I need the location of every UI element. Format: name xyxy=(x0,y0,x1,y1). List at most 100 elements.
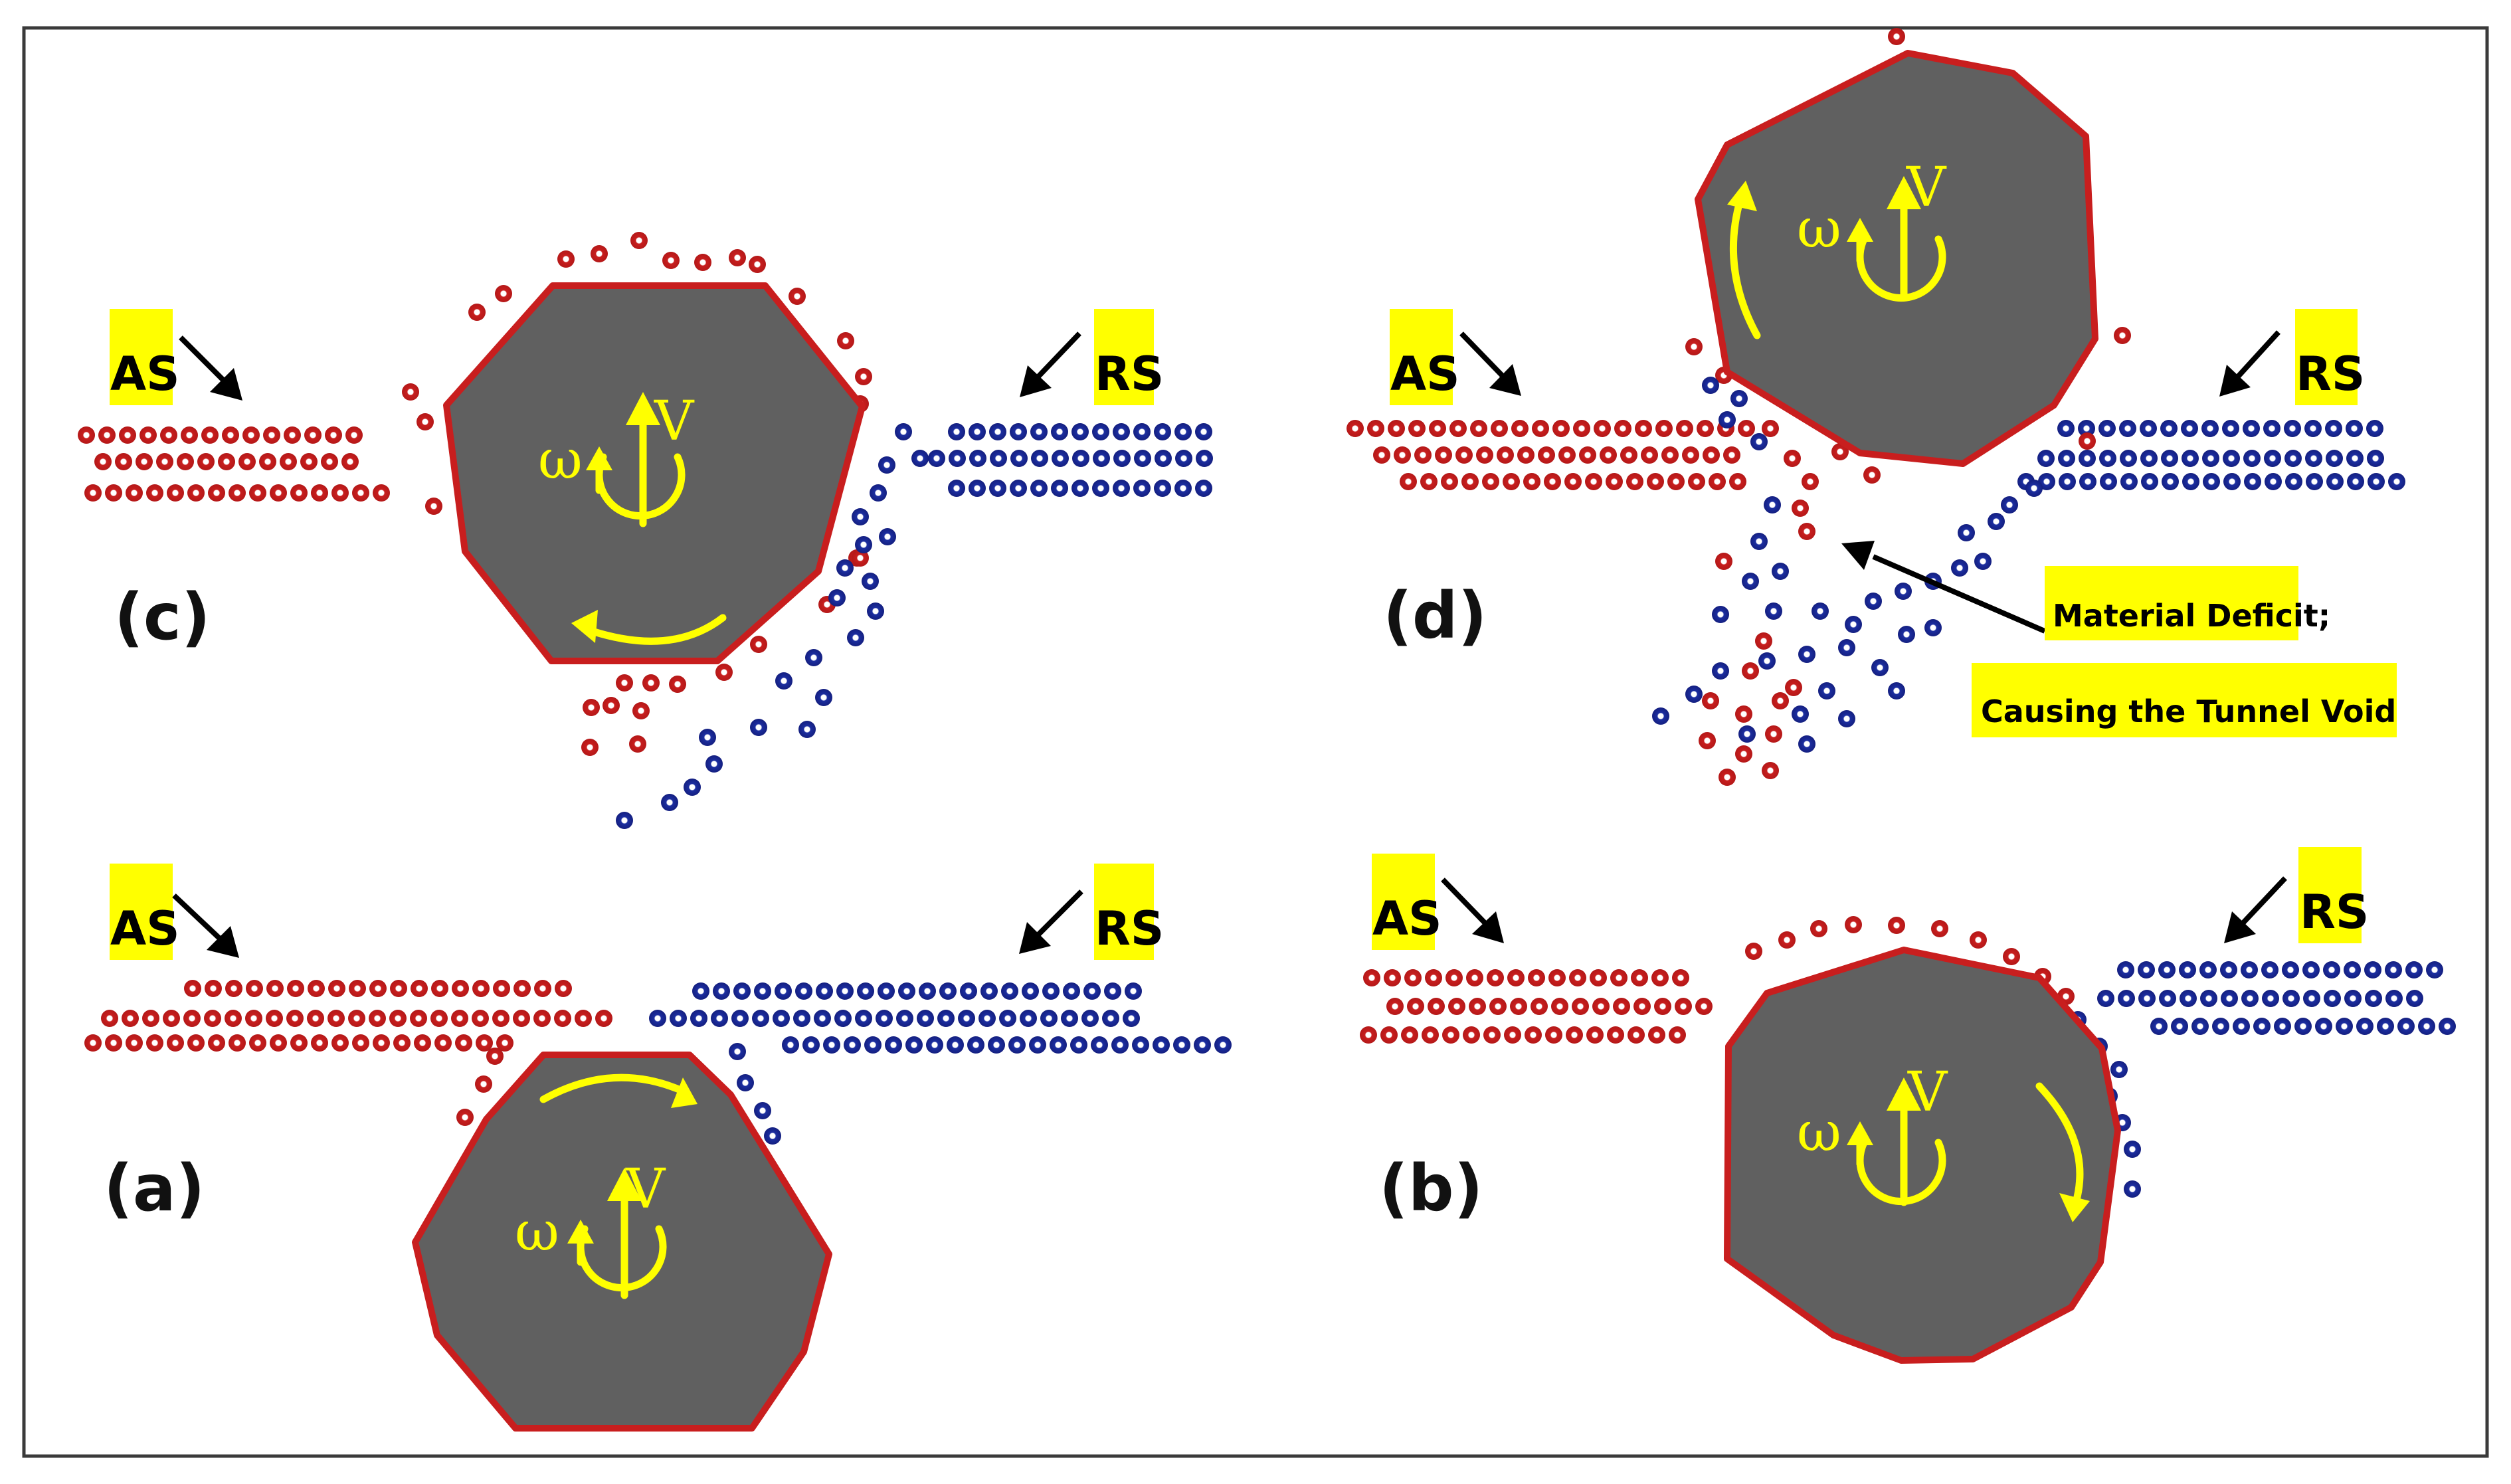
retreating-side-particle xyxy=(775,672,792,690)
advancing-side-particle xyxy=(197,453,215,470)
advancing-side-particle xyxy=(225,1010,242,1027)
advancing-side-particle xyxy=(555,980,572,997)
rotation-velocity-symbol-c: ω V xyxy=(538,390,727,645)
advancing-side-particle xyxy=(205,980,222,997)
advancing-side-particle xyxy=(430,1010,448,1027)
retreating-side-particle xyxy=(1071,480,1089,497)
advancing-side-particle xyxy=(1655,420,1673,437)
advancing-side-particle xyxy=(284,426,301,444)
retreating-side-particle xyxy=(649,1010,666,1027)
retreating-side-particle xyxy=(1029,1036,1046,1054)
retreating-side-particle xyxy=(815,689,832,706)
advancing-side-particle xyxy=(492,1010,510,1027)
pointer-arrow xyxy=(2219,330,2280,397)
retreating-side-particle xyxy=(1061,1010,1078,1027)
advancing-side-particle xyxy=(1408,420,1426,437)
advancing-side-particle xyxy=(1441,473,1458,490)
advancing-side-particle xyxy=(1538,446,1555,464)
advancing-side-particle xyxy=(352,484,369,502)
retreating-side-particle xyxy=(949,450,966,467)
advancing-side-particle xyxy=(1420,473,1438,490)
advancing-side-particle xyxy=(417,413,434,430)
retreating-side-particle xyxy=(1738,725,1756,743)
retreating-side-particle xyxy=(1104,982,1121,1000)
retreating-side-particle xyxy=(1719,411,1736,428)
advancing-side-particle xyxy=(1380,1026,1398,1044)
advancing-side-particle xyxy=(694,254,711,271)
retreating-side-particle xyxy=(1652,707,1669,725)
pointer-arrow xyxy=(2224,876,2287,943)
retreating-side-particle xyxy=(878,456,895,474)
advancing-side-particle xyxy=(455,1034,472,1052)
figure-frame xyxy=(22,26,2489,1458)
retreating-side-particle xyxy=(2181,420,2198,437)
retreating-side-particle xyxy=(1173,1036,1190,1054)
pointer-arrow xyxy=(1020,331,1081,397)
advancing-side-particle xyxy=(1606,473,1623,490)
advancing-side-particle xyxy=(1735,745,1752,763)
advancing-side-particle xyxy=(369,980,387,997)
retreating-side-particle xyxy=(773,1010,790,1027)
advancing-side-particle xyxy=(204,1010,221,1027)
advancing-side-particle xyxy=(1569,969,1586,986)
retreating-side-particle xyxy=(684,779,701,796)
retreating-side-particle xyxy=(1081,1010,1099,1027)
advancing-side-particle xyxy=(475,1075,492,1093)
retreating-side-particle xyxy=(2161,450,2178,467)
advancing-side-particle xyxy=(1572,998,1589,1015)
advancing-side-particle xyxy=(1641,446,1658,464)
retreating-side-particle xyxy=(670,1010,687,1027)
retreating-side-particle xyxy=(1052,450,1069,467)
tool-pin-d xyxy=(1695,50,2098,467)
advancing-side-particle xyxy=(201,426,219,444)
retreating-side-particle xyxy=(2057,420,2075,437)
material-deficit-pointer xyxy=(1841,541,2046,634)
retreating-side-particle xyxy=(2244,473,2261,490)
tunnel-void-note: Causing the Tunnel Void xyxy=(1972,663,2397,737)
retreating-side-particle xyxy=(969,480,986,497)
retreating-side-particle xyxy=(1888,682,1905,699)
retreating-side-particle xyxy=(989,423,1006,440)
retreating-side-particle xyxy=(2124,1180,2141,1198)
retreating-side-particle xyxy=(876,1010,893,1027)
advancing-side-particle xyxy=(583,699,600,716)
advancing-side-particle xyxy=(311,484,328,502)
retreating-side-particle xyxy=(1871,659,1889,676)
advancing-side-particle xyxy=(187,484,205,502)
advancing-side-particle xyxy=(1491,420,1508,437)
retreating-side-particle xyxy=(2025,480,2043,497)
retreating-side-particle xyxy=(1174,423,1192,440)
advancing-side-particle xyxy=(1531,998,1548,1015)
retreating-side-particle xyxy=(1083,982,1101,1000)
retreating-side-particle xyxy=(852,508,869,525)
retreating-side-particle xyxy=(836,982,854,1000)
advancing-side-particle xyxy=(1635,420,1652,437)
tool-pin-b xyxy=(1724,947,2121,1364)
retreating-side-particle xyxy=(958,1010,975,1027)
retreating-side-particle xyxy=(1196,450,1213,467)
retreating-side-particle xyxy=(1812,603,1829,620)
advancing-side-particle xyxy=(249,484,266,502)
advancing-side-particle xyxy=(1772,692,1789,709)
advancing-side-particle xyxy=(327,1010,345,1027)
retreating-side-particle xyxy=(885,1036,902,1054)
advancing-side-particle xyxy=(1626,473,1643,490)
retreating-side-particle xyxy=(2098,420,2116,437)
advancing-side-particle xyxy=(84,1034,102,1052)
advancing-side-particle xyxy=(1363,969,1380,986)
advancing-side-particle xyxy=(1386,998,1404,1015)
retreating-side-particle xyxy=(2138,961,2155,978)
retreating-side-particle xyxy=(1154,480,1171,497)
retreating-side-particle xyxy=(2200,990,2217,1007)
advancing-side-particle xyxy=(208,484,225,502)
retreating-side-particle xyxy=(1988,513,2005,530)
retreating-side-particle xyxy=(2294,1018,2312,1035)
retreating-side-particle xyxy=(928,450,945,467)
retreating-side-particle xyxy=(1008,1036,1026,1054)
retreating-side-particle xyxy=(2274,1018,2291,1035)
retreating-side-particle xyxy=(828,589,846,606)
advancing-side-particle xyxy=(1425,969,1442,986)
retreating-side-tag-b: RS xyxy=(2298,847,2369,943)
retreating-side-particle xyxy=(1750,433,1768,450)
